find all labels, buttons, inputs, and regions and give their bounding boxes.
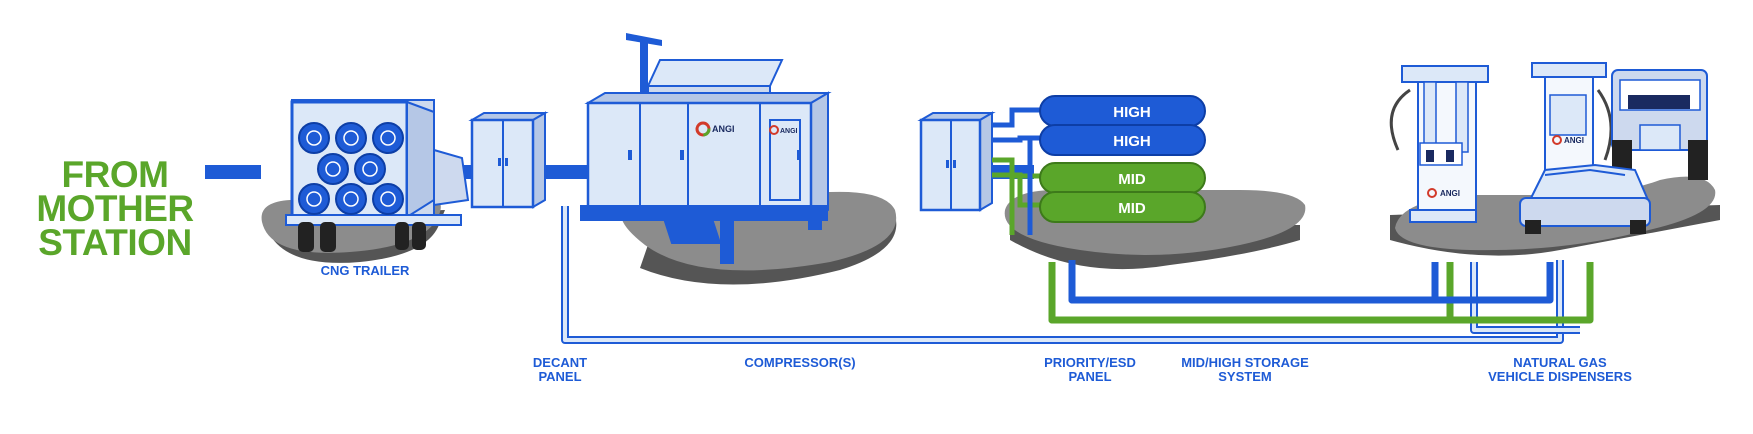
label-storage-line-1: MID/HIGH STORAGE [1181,355,1309,370]
dispenser-back: ANGI [1531,62,1613,188]
label-storage-system: MID/HIGH STORAGE SYSTEM [1170,356,1320,384]
compressor-brand-small: ANGI [780,128,798,135]
label-priority-esd: PRIORITY/ESD PANEL [1030,356,1150,384]
tank-label: MID [1118,171,1146,188]
tank-label: MID [1118,200,1146,217]
tank-label: HIGH [1113,133,1151,150]
label-decant-line-2: PANEL [538,369,582,384]
label-priority-line-2: PANEL [1068,369,1112,384]
storage-piping [992,107,1042,235]
dispenser-front: ANGI [1389,65,1489,223]
label-dispensers-line-1: NATURAL GAS [1513,355,1607,370]
origin-label: FROM MOTHER STATION [30,154,200,263]
priority-esd-panel [917,111,996,212]
label-priority-line-1: PRIORITY/ESD [1044,355,1136,370]
tank-label: HIGH [1113,104,1151,121]
label-dispensers: NATURAL GAS VEHICLE DISPENSERS [1470,356,1650,384]
origin-line-1: FROM [61,154,169,195]
storage-tank: HIGH [1039,95,1206,127]
label-dispensers-line-2: VEHICLE DISPENSERS [1488,369,1632,384]
cng-trailer [285,99,470,252]
trailer-wheels [298,222,426,252]
label-compressor: COMPRESSOR(S) [744,355,856,370]
dispenser-brand-back: ANGI [1564,136,1584,145]
car [1519,163,1651,234]
origin-line-3: STATION [38,222,192,263]
underground-piping [561,206,1594,344]
dispenser-brand: ANGI [1440,189,1460,198]
label-decant-panel: DECANT PANEL [510,356,610,384]
truck [1611,69,1708,180]
compressor-brand: ANGI [712,124,735,134]
trailer-cylinders [298,122,404,215]
decant-panel [468,111,549,209]
storage-tank: MID [1039,162,1206,194]
label-cng-trailer: CNG TRAILER [320,263,410,278]
label-storage-line-2: SYSTEM [1218,369,1272,384]
compressor: ANGI ANGI [580,33,832,264]
storage-tank: MID [1039,191,1206,223]
storage-tanks: HIGH HIGH MID MID [1039,95,1206,223]
label-decant-line-1: DECANT [532,355,588,370]
storage-tank: HIGH [1039,124,1206,156]
compressor-brand-logo: ANGI ANGI [695,121,798,137]
origin-line-2: MOTHER [36,188,194,229]
